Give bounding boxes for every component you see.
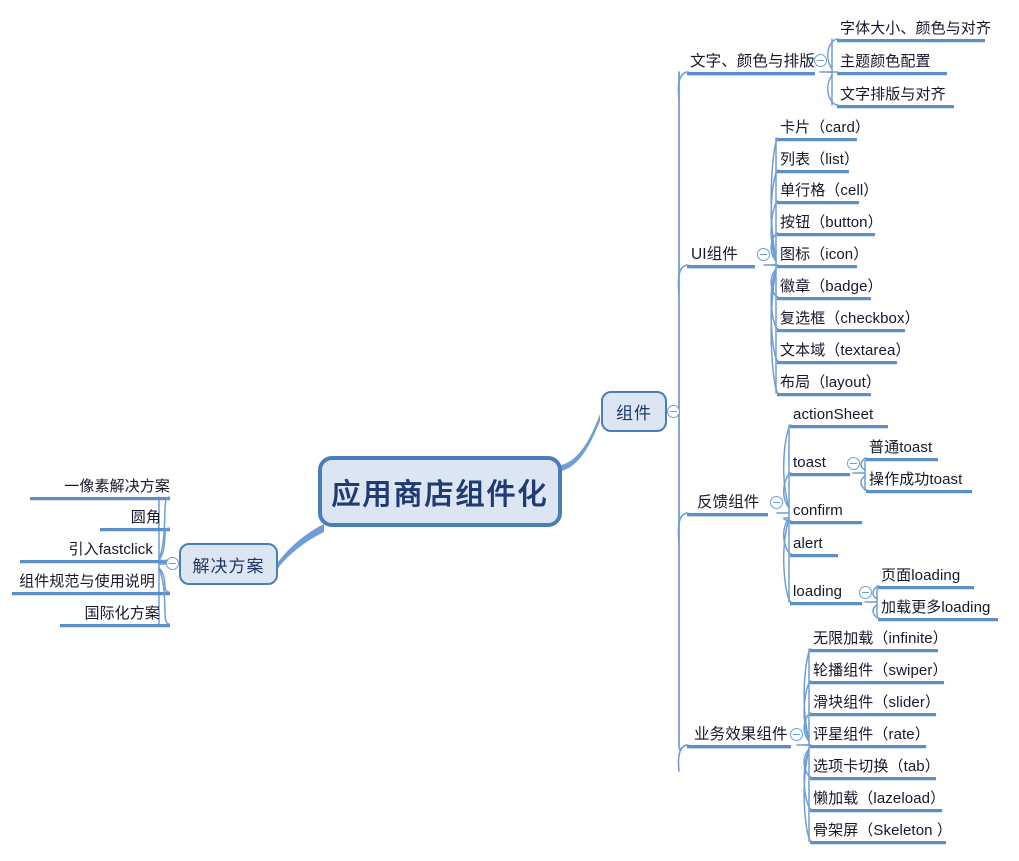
- topic-label: toast: [793, 454, 827, 471]
- topic-typography[interactable]: 文字、颜色与排版: [690, 52, 815, 71]
- topic-label: 操作成功toast: [869, 471, 963, 488]
- topic-label: actionSheet: [793, 406, 874, 423]
- topic-label: 选项卡切换（tab）: [813, 758, 940, 775]
- topic-loadmore-loading[interactable]: 加载更多loading: [881, 598, 990, 617]
- topic-one-pixel[interactable]: 一像素解决方案: [0, 477, 170, 496]
- topic-loading[interactable]: loading: [793, 582, 842, 601]
- topic-actionsheet[interactable]: actionSheet: [793, 405, 873, 424]
- topic-label: 徽章（badge）: [780, 278, 883, 295]
- topic-font-size-color-align[interactable]: 字体大小、颜色与对齐: [840, 19, 991, 38]
- topic-business-components[interactable]: 业务效果组件: [694, 725, 788, 744]
- topic-label: 反馈组件: [697, 494, 760, 511]
- node-components-label: 组件: [616, 404, 652, 423]
- toggle-typography[interactable]: [814, 54, 827, 67]
- topic-label: alert: [793, 535, 823, 552]
- topic-infinite[interactable]: 无限加载（infinite）: [813, 629, 948, 648]
- topic-label: 评星组件（rate）: [813, 726, 930, 743]
- topic-label: 单行格（cell）: [780, 182, 879, 199]
- topic-fastclick[interactable]: 引入fastclick: [0, 540, 153, 559]
- topic-text-layout-align[interactable]: 文字排版与对齐: [840, 85, 946, 104]
- topic-label: 文字排版与对齐: [840, 86, 946, 103]
- topic-success-toast[interactable]: 操作成功toast: [869, 470, 962, 489]
- topic-swiper[interactable]: 轮播组件（swiper）: [813, 661, 948, 680]
- toggle-ui-components[interactable]: [757, 248, 770, 261]
- topic-label: 图标（icon）: [780, 246, 869, 263]
- toggle-business-components[interactable]: [790, 728, 803, 741]
- toggle-components[interactable]: [667, 405, 680, 418]
- topic-rate[interactable]: 评星组件（rate）: [813, 725, 930, 744]
- topic-checkbox[interactable]: 复选框（checkbox）: [780, 309, 920, 328]
- topic-label: 骨架屏（Skeleton ）: [813, 822, 952, 839]
- topic-label: 按钮（button）: [780, 214, 883, 231]
- root-node-label: 应用商店组件化: [331, 478, 549, 511]
- toggle-toast[interactable]: [847, 457, 860, 470]
- topic-label: 文字、颜色与排版: [690, 53, 815, 70]
- topic-label: UI组件: [691, 246, 738, 263]
- topic-icon[interactable]: 图标（icon）: [780, 245, 868, 264]
- topic-component-spec[interactable]: 组件规范与使用说明: [0, 572, 155, 591]
- topic-tab[interactable]: 选项卡切换（tab）: [813, 757, 940, 776]
- root-node[interactable]: 应用商店组件化: [318, 456, 562, 527]
- topic-label: 一像素解决方案: [64, 478, 170, 495]
- toggle-loading[interactable]: [859, 586, 872, 599]
- node-solution[interactable]: 解决方案: [179, 543, 278, 585]
- topic-cell[interactable]: 单行格（cell）: [780, 181, 878, 200]
- topic-label: 主题颜色配置: [840, 53, 931, 70]
- toggle-feedback-components[interactable]: [770, 496, 783, 509]
- node-solution-label: 解决方案: [192, 556, 265, 576]
- topic-theme-color-config[interactable]: 主题颜色配置: [840, 52, 931, 71]
- topic-card[interactable]: 卡片（card）: [780, 118, 870, 137]
- topic-label: 引入fastclick: [68, 541, 153, 558]
- topic-skeleton[interactable]: 骨架屏（Skeleton ）: [813, 821, 952, 840]
- topic-toast[interactable]: toast: [793, 453, 826, 472]
- topic-label: 加载更多loading: [881, 599, 991, 616]
- topic-label: 国际化方案: [84, 605, 160, 622]
- topic-textarea[interactable]: 文本域（textarea）: [780, 341, 911, 360]
- node-components[interactable]: 组件: [601, 391, 667, 432]
- topic-page-loading[interactable]: 页面loading: [881, 566, 960, 585]
- topic-label: 复选框（checkbox）: [780, 310, 920, 327]
- topic-lazeload[interactable]: 懒加载（lazeload）: [813, 789, 945, 808]
- topic-label: 圆角: [130, 509, 161, 526]
- topic-label: 页面loading: [881, 567, 961, 584]
- topic-normal-toast[interactable]: 普通toast: [869, 438, 932, 457]
- topic-feedback-components[interactable]: 反馈组件: [697, 493, 759, 512]
- toggle-solution[interactable]: [166, 557, 179, 570]
- topic-label: 布局（layout）: [780, 374, 882, 391]
- topic-confirm[interactable]: confirm: [793, 501, 843, 520]
- topic-label: 无限加载（infinite）: [813, 630, 948, 647]
- topic-slider[interactable]: 滑块组件（slider）: [813, 693, 940, 712]
- topic-rounded-corner[interactable]: 圆角: [0, 508, 161, 527]
- topic-layout[interactable]: 布局（layout）: [780, 373, 881, 392]
- topic-label: 普通toast: [869, 439, 933, 456]
- topic-alert[interactable]: alert: [793, 534, 823, 553]
- topic-label: 组件规范与使用说明: [19, 573, 155, 590]
- topic-label: loading: [793, 583, 843, 600]
- topic-label: 列表（list）: [780, 151, 860, 168]
- topic-badge[interactable]: 徽章（badge）: [780, 277, 883, 296]
- topic-label: 卡片（card）: [780, 119, 870, 136]
- topic-ui-components[interactable]: UI组件: [691, 245, 738, 264]
- topic-list[interactable]: 列表（list）: [780, 150, 859, 169]
- topic-label: 业务效果组件: [694, 726, 788, 743]
- topic-label: 懒加载（lazeload）: [813, 790, 946, 807]
- topic-label: 字体大小、颜色与对齐: [840, 20, 992, 37]
- topic-i18n[interactable]: 国际化方案: [0, 604, 160, 623]
- topic-label: 滑块组件（slider）: [813, 694, 941, 711]
- topic-label: 文本域（textarea）: [780, 342, 911, 359]
- topic-button[interactable]: 按钮（button）: [780, 213, 883, 232]
- topic-label: confirm: [793, 502, 843, 519]
- topic-label: 轮播组件（swiper）: [813, 662, 948, 679]
